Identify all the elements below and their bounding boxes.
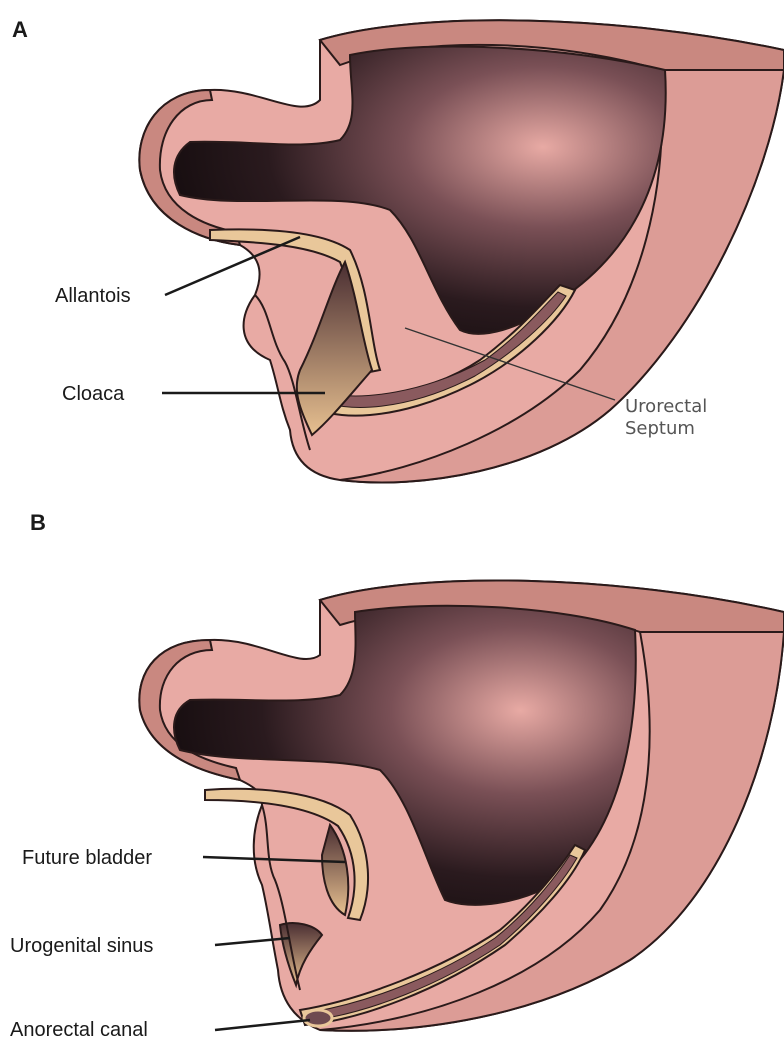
urorectal-label-line1: Urorectal	[625, 396, 707, 417]
panel-b: B Future bladder Urogenital sinus Anorec…	[10, 510, 784, 1041]
panel-b-letter: B	[30, 510, 46, 535]
panel-a-letter: A	[12, 17, 28, 42]
panel-b-embryo	[139, 580, 784, 1030]
urogenital-sinus-label: Urogenital sinus	[10, 935, 153, 957]
future-bladder-label: Future bladder	[22, 847, 152, 869]
anorectal-canal-label: Anorectal canal	[10, 1019, 148, 1041]
cloaca-label: Cloaca	[62, 383, 125, 405]
panel-a: A Allantois Cloaca Uro	[12, 17, 784, 482]
allantois-label: Allantois	[55, 285, 131, 307]
urorectal-label-line2: Septum	[625, 418, 695, 439]
anorectal-canal-leader	[215, 1020, 310, 1030]
anorectal-canal-end	[304, 1010, 332, 1026]
